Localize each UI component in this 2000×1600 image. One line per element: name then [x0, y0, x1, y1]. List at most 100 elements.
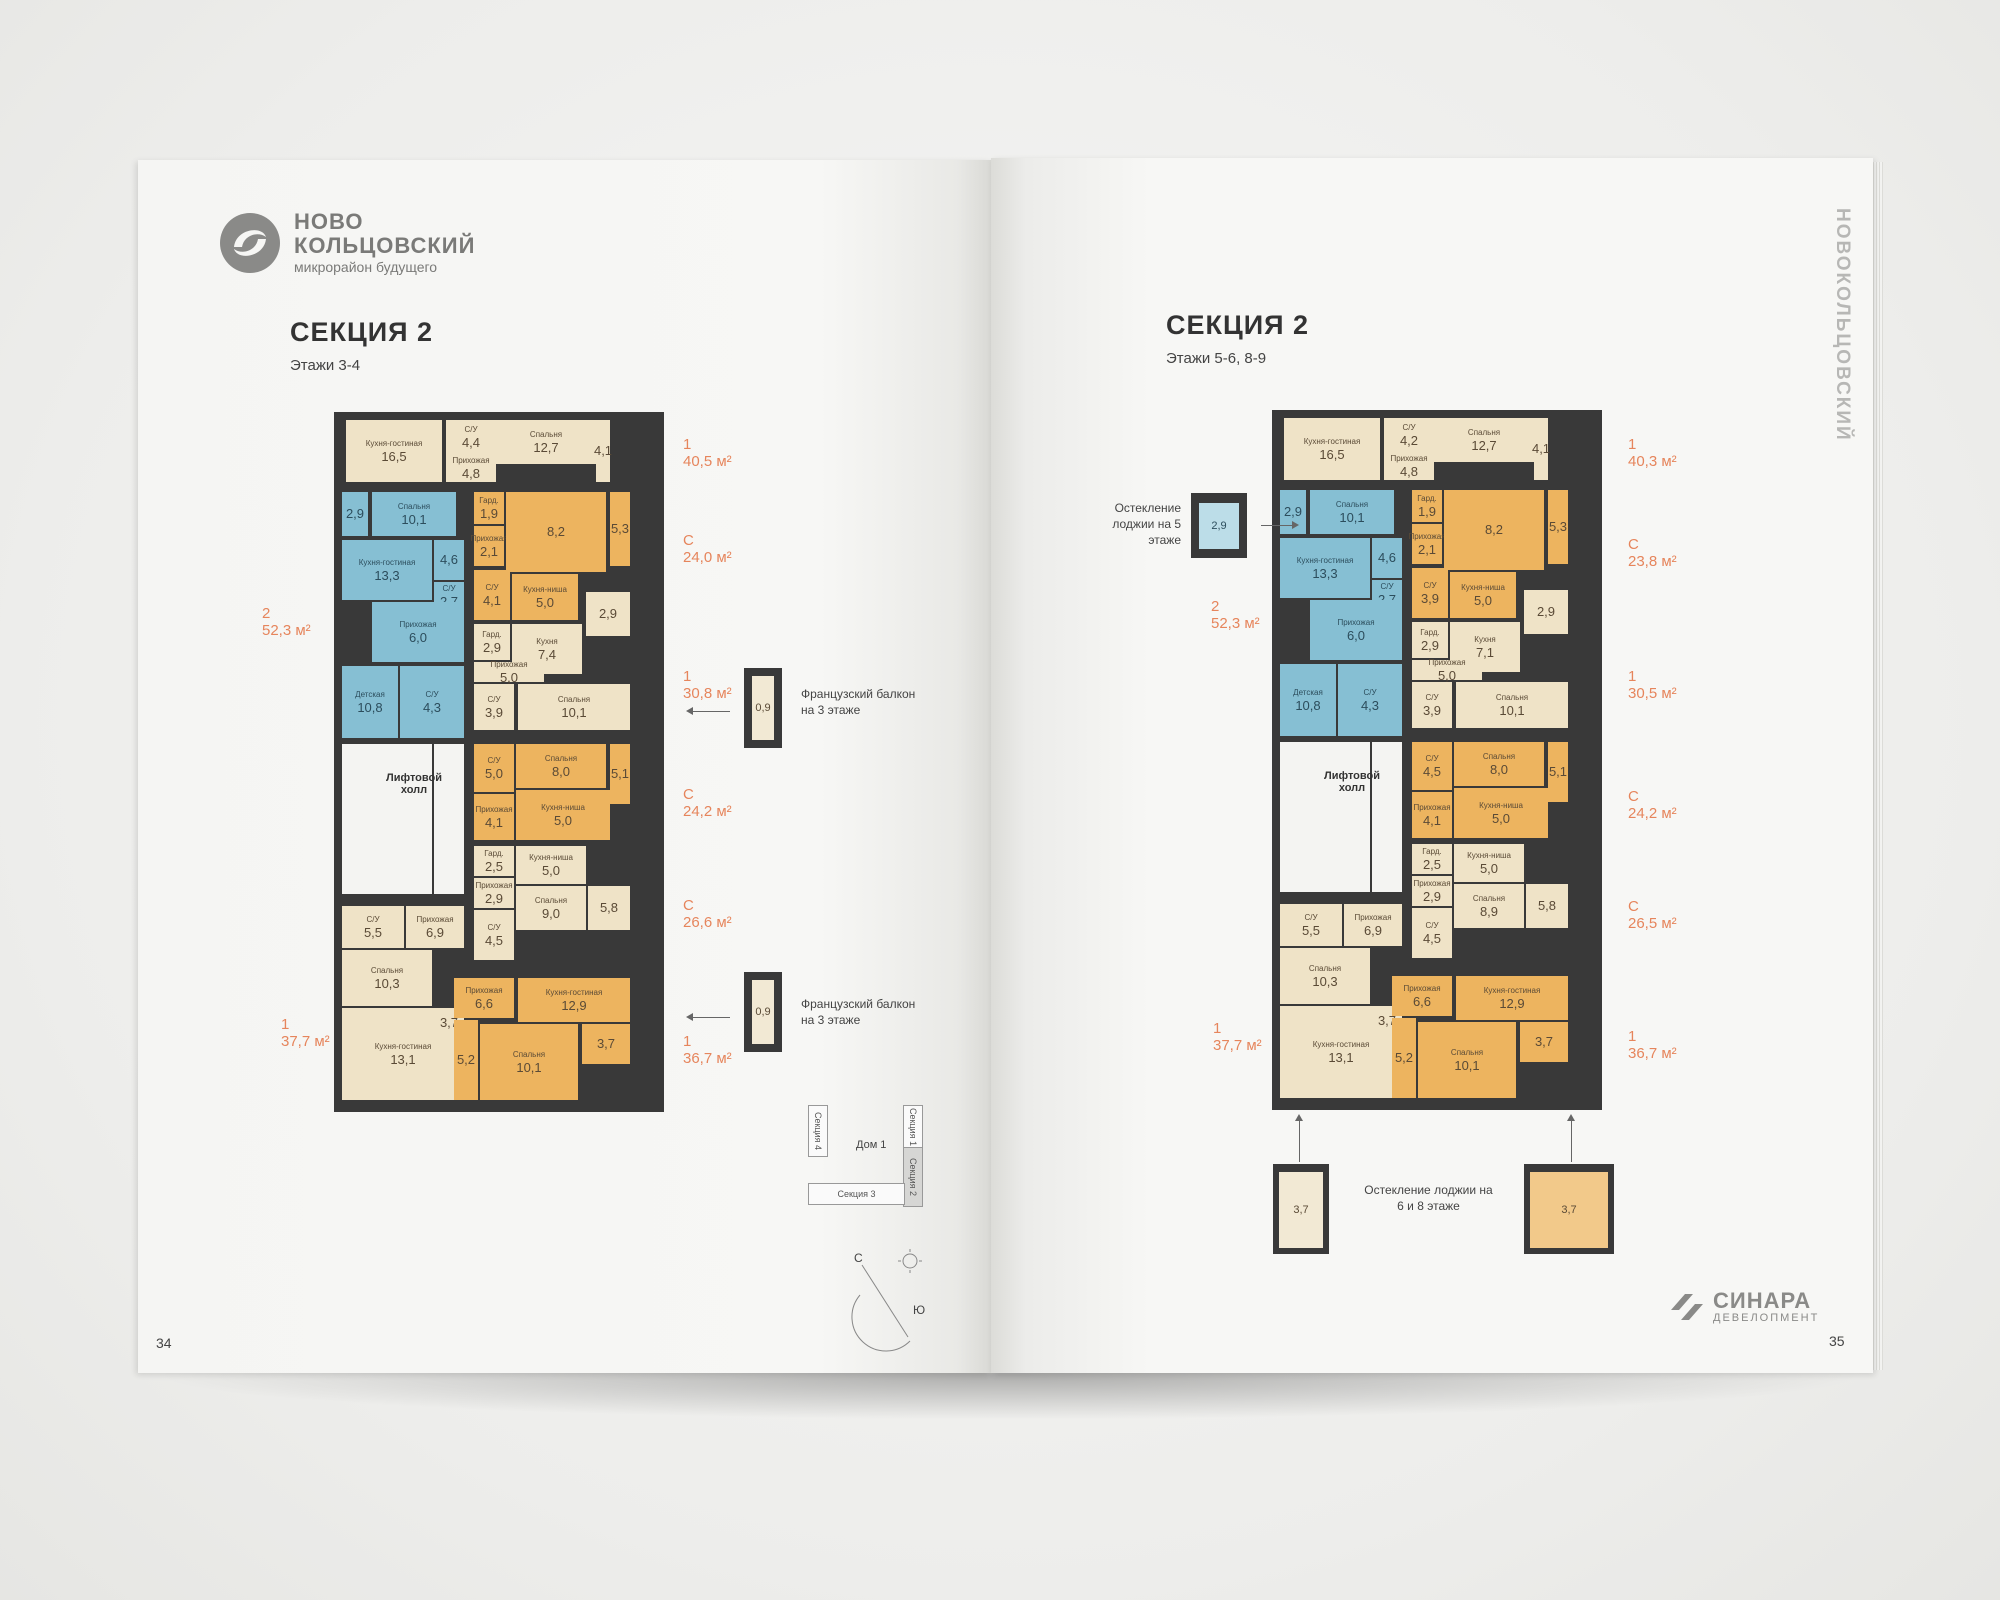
arrow-left: [686, 707, 730, 715]
plan-room: 2,9: [342, 492, 368, 536]
stair-core: [1280, 742, 1370, 892]
right-section-floors: Этажи 5-6, 8-9: [1166, 350, 1267, 367]
loggia-left-plan: 3,7: [1273, 1164, 1329, 1254]
plan-room: 8,2: [506, 492, 606, 572]
loggia-6-8-note: Остекление лоджии на 6 и 8 этаже: [1364, 1183, 1493, 1213]
novokoltsovsky-logo: НОВО КОЛЬЦОВСКИЙ микрорайон будущего: [218, 210, 475, 276]
french-balcony-plan: 0,9: [744, 668, 782, 748]
left-section-title: СЕКЦИЯ 2: [290, 317, 434, 347]
key-house: Дом 1: [856, 1139, 887, 1151]
arrow-right: [1261, 521, 1299, 529]
plan-room: 4,1: [594, 420, 612, 482]
plan-room: 4,6: [434, 540, 464, 580]
plan-room: Гард.1,9: [474, 492, 504, 524]
loggia-room: 2,9: [1199, 503, 1239, 549]
plan-room: 5,2: [1392, 1018, 1416, 1098]
lift-hall-label: Лифтовой холл: [1323, 770, 1381, 794]
plan-room: 3,7: [582, 1024, 630, 1064]
arrow-up: [1295, 1114, 1303, 1162]
sinara-logo: СИНАРА ДЕВЕЛОПМЕНТ: [1667, 1288, 1819, 1326]
compass-south: Ю: [913, 1303, 926, 1317]
sinara-mark-icon: [1671, 1294, 1703, 1320]
key-plan: Секция 4 Секция 1 Секция 2 Секция 3 Дом …: [808, 1105, 938, 1207]
arrow-left: [686, 1013, 730, 1021]
french-balcony-note: Французский балкон на 3 этаже: [801, 997, 916, 1027]
french-balcony-plan: 0,9: [744, 972, 782, 1052]
lift-hall: [434, 744, 464, 894]
left-page-number: 34: [156, 1335, 172, 1351]
balcony-room: 0,9: [752, 676, 774, 740]
loggia-room: 3,7: [1279, 1172, 1323, 1248]
plan-room: 4,1: [1532, 418, 1550, 480]
key-section-2: Секция 2: [903, 1147, 923, 1207]
arrow-up: [1567, 1114, 1575, 1162]
right-section-title: СЕКЦИЯ 2: [1166, 310, 1310, 340]
logo-tagline: микрорайон будущего: [294, 259, 438, 275]
plan-room: Гард.2,9: [474, 624, 510, 660]
page-edge: [1873, 162, 1883, 1370]
key-section-4: Секция 4: [808, 1105, 828, 1157]
plan-room: 5,8: [588, 886, 630, 930]
balcony-room: 0,9: [752, 980, 774, 1044]
key-section-3: Секция 3: [808, 1183, 905, 1205]
french-balcony-note: Французский балкон на 3 этаже: [801, 687, 916, 717]
loggia-right-plan: 3,7: [1524, 1164, 1614, 1254]
plan-room: Гард.2,5: [1412, 844, 1452, 874]
plan-room: 8,2: [1444, 490, 1544, 570]
plan-room: Гард.2,5: [474, 846, 514, 876]
loggia-room: 3,7: [1530, 1172, 1608, 1248]
plan-room: 5,1: [610, 744, 630, 804]
lift-hall-label: Лифтовой холл: [385, 772, 443, 796]
left-section-floors: Этажи 3-4: [290, 357, 361, 374]
